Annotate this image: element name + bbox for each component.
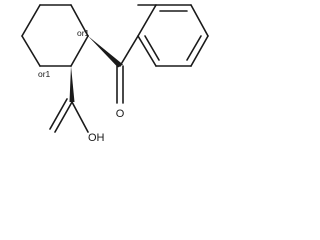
- carboxyl-group: [49, 98, 89, 133]
- chemical-structure: or1 or1 O OH: [21, 4, 209, 144]
- carbonyl-double-bond: [49, 98, 68, 130]
- cyclohexane-ring: [21, 4, 89, 67]
- aromatic-inner-bond: [144, 35, 160, 61]
- ring-bond: [137, 35, 157, 67]
- stereo-label: or1: [77, 28, 90, 38]
- hydroxyl-label: OH: [88, 132, 105, 144]
- ring-bond: [190, 35, 209, 67]
- wedge-bond-to-carboxyl: [69, 66, 75, 102]
- ketone-oxygen-label: O: [116, 108, 125, 120]
- ring-bond: [70, 35, 89, 67]
- wedge-bond-to-ketone: [88, 36, 123, 68]
- ring-bond: [21, 35, 41, 67]
- carbonyl-double-bond: [54, 101, 73, 133]
- toluene-ring: [137, 4, 209, 67]
- bond-to-hydroxyl: [71, 101, 89, 133]
- ring-bond: [21, 4, 41, 37]
- ring-bond: [137, 4, 157, 37]
- bond-to-aryl: [119, 35, 139, 67]
- ring-bond: [190, 4, 209, 37]
- stereo-label: or1: [38, 69, 51, 79]
- aromatic-inner-bond: [186, 35, 202, 61]
- ring-bond: [70, 4, 89, 37]
- ketone-group: [116, 35, 139, 104]
